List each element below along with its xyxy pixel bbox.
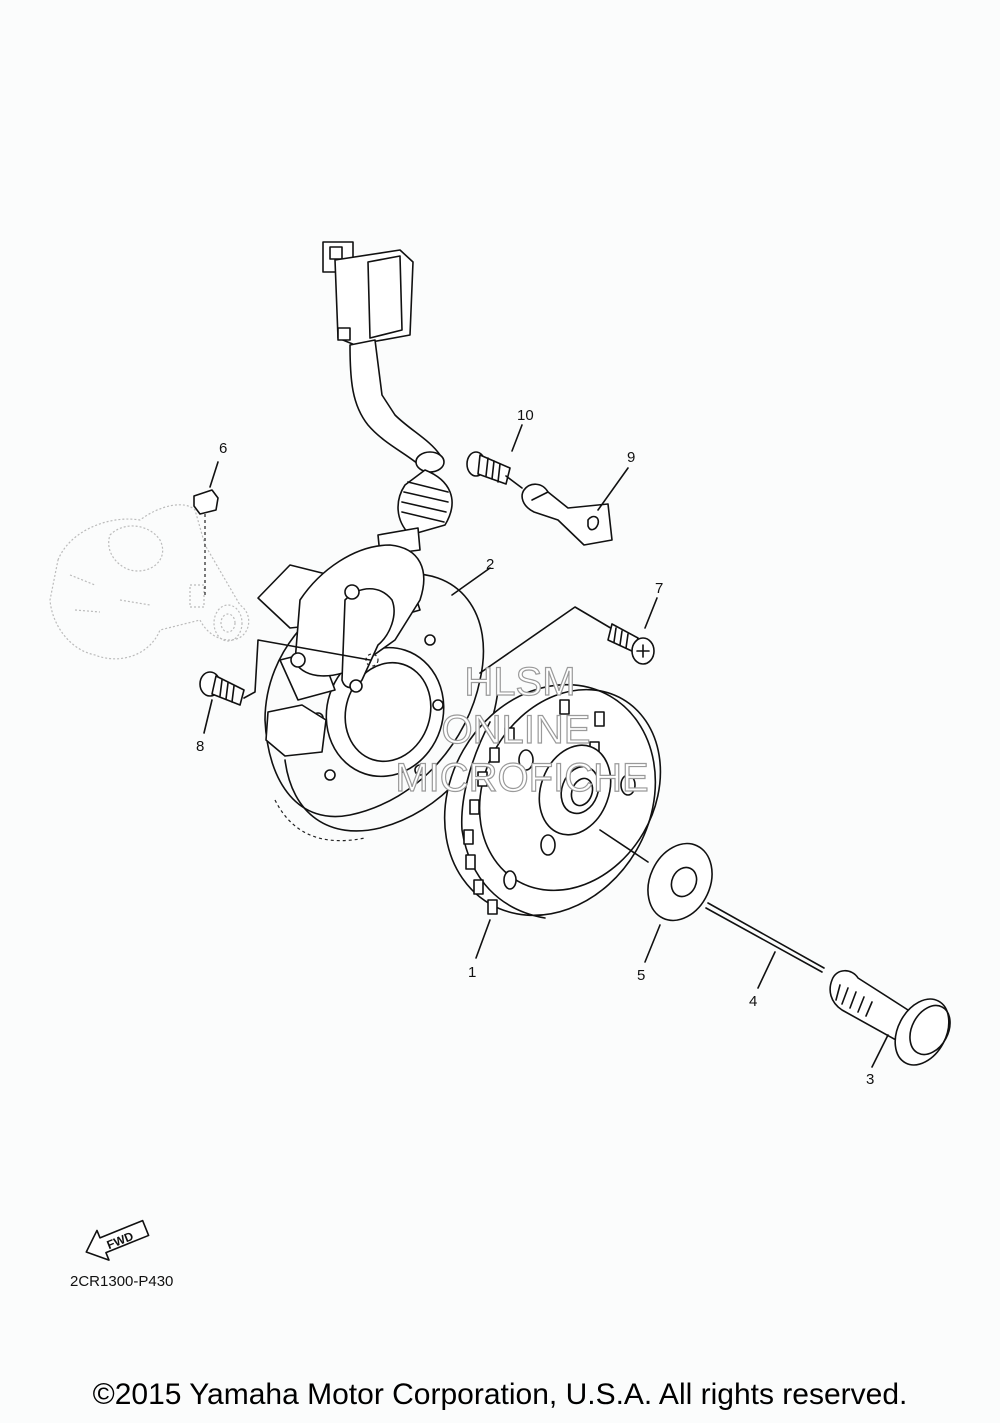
washer-part xyxy=(644,842,713,963)
label-part-2: 2 xyxy=(486,556,494,573)
watermark: HLSM ONLINE MICROFICHE xyxy=(395,659,650,800)
rotor-fins xyxy=(463,699,605,915)
label-part-1: 1 xyxy=(468,964,476,981)
rod-part xyxy=(705,902,825,989)
fwd-label: FWD xyxy=(105,1229,136,1252)
rotor-part xyxy=(443,683,662,959)
part-number-labels: 1 2 3 4 5 6 7 8 9 10 xyxy=(196,407,874,1088)
diagram-code: 2CR1300-P430 xyxy=(70,1273,174,1290)
flange-bolt-part xyxy=(829,969,951,1068)
crankshaft-outline xyxy=(49,504,250,660)
label-part-7: 7 xyxy=(655,580,663,597)
copyright-notice: ©2015 Yamaha Motor Corporation, U.S.A. A… xyxy=(92,1378,908,1411)
watermark-line-3: MICROFICHE xyxy=(395,756,648,800)
stator-bolt-part xyxy=(199,639,371,734)
fwd-arrow-icon: FWD xyxy=(85,1219,150,1261)
stator-screw-part xyxy=(479,597,658,674)
label-part-5: 5 xyxy=(637,967,645,984)
watermark-line-1: HLSM xyxy=(464,660,575,704)
label-part-4: 4 xyxy=(749,993,757,1010)
lead-clamp-part xyxy=(521,467,629,546)
wire-harness xyxy=(322,241,453,556)
label-part-3: 3 xyxy=(866,1071,874,1088)
label-part-9: 9 xyxy=(627,449,635,466)
stator-part xyxy=(257,544,499,842)
watermark-line-2: ONLINE xyxy=(442,708,591,752)
label-part-8: 8 xyxy=(196,738,204,755)
label-part-6: 6 xyxy=(219,440,227,457)
label-part-10: 10 xyxy=(517,407,534,424)
clamp-bolt-part xyxy=(466,424,523,489)
woodruff-key-part xyxy=(193,461,219,598)
